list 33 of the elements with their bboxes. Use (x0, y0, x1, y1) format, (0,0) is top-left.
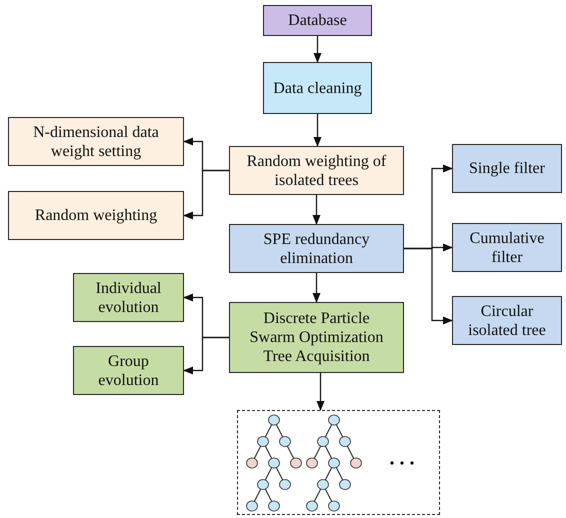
box-label: SPE redundancy elimination (262, 230, 371, 268)
box-label: N-dimensional data weight setting (32, 122, 160, 160)
arrow (312, 273, 320, 303)
box-label: Cumulative filter (468, 228, 546, 266)
process-box (452, 223, 562, 272)
box-label: Data cleaning (272, 78, 363, 98)
arrow (183, 170, 229, 220)
process-box (8, 191, 184, 240)
process-box (229, 302, 404, 373)
arrow (316, 373, 324, 411)
box-label: Circular isolated tree (467, 302, 547, 340)
arrow (314, 114, 322, 147)
process-box (229, 146, 404, 195)
process-box (452, 296, 562, 345)
box-label: Database (287, 11, 348, 30)
box-label: Random weighting of isolated trees (246, 152, 388, 190)
process-box (229, 224, 404, 273)
process-box (263, 5, 372, 36)
arrow (404, 248, 453, 324)
arrow (314, 36, 322, 63)
box-label: Single filter (468, 159, 546, 178)
process-box (73, 273, 184, 322)
process-box (8, 117, 184, 166)
box-label: Discrete Particle Swarm Optimization Tree Acquisition (248, 309, 384, 366)
box-label: Individual evolution (94, 278, 162, 316)
box-label: Random weighting (34, 206, 158, 225)
arrow (312, 195, 320, 225)
process-box (263, 62, 372, 114)
box-label: Group evolution (97, 352, 160, 390)
dashed-box (237, 410, 440, 515)
arrow (183, 336, 229, 374)
process-box (73, 346, 184, 395)
process-box (452, 144, 562, 193)
